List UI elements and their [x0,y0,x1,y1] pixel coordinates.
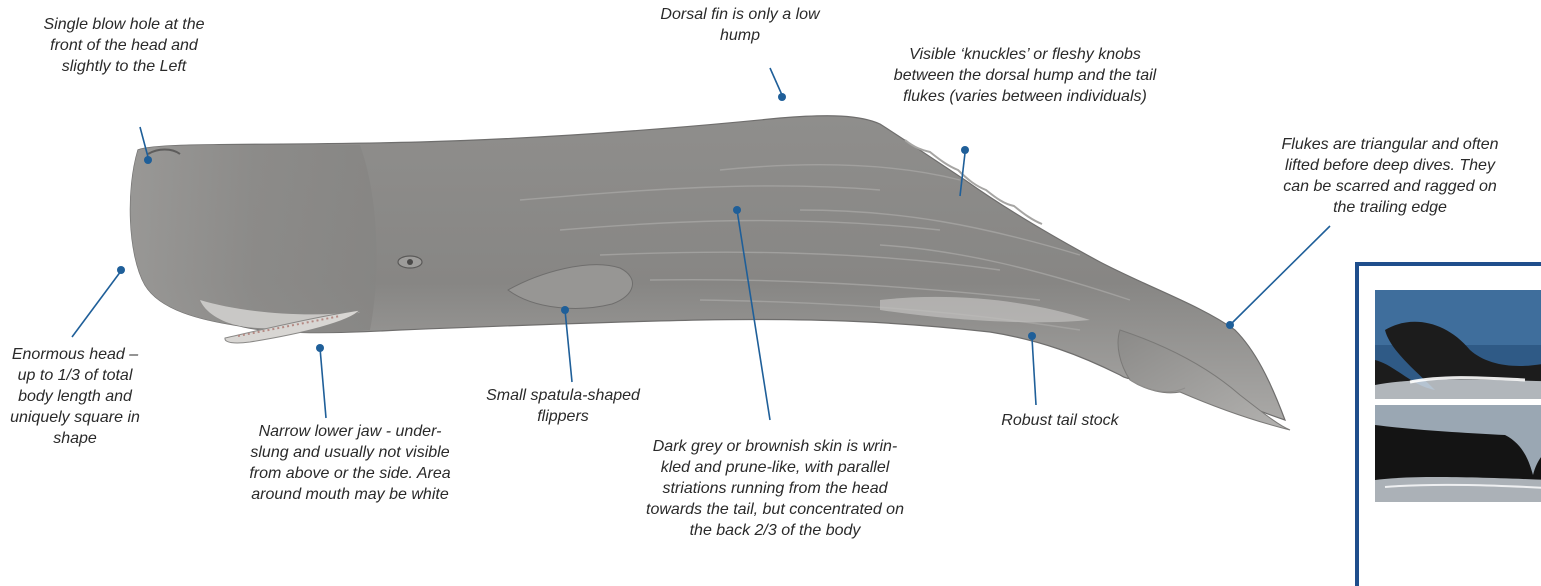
dot-jaw [316,344,324,352]
annotation-head: Enormous head – up to 1/3 of total body … [0,344,150,449]
dot-dorsal-fin [778,93,786,101]
fluke-photo-top [1375,290,1541,399]
annotation-flippers: Small spatula-shaped flippers [458,385,668,427]
dot-blow-hole [144,156,152,164]
leader-head [72,271,121,337]
leader-flukes [1230,226,1330,325]
dot-knuckles [961,146,969,154]
annotation-flukes: Flukes are triangular and often lifted b… [1240,134,1540,218]
leader-blow-hole [140,127,148,157]
dot-skin [733,206,741,214]
dot-flukes [1226,321,1234,329]
dot-head [117,266,125,274]
fluke-photo-inset [1355,262,1541,586]
leader-dorsal-fin [770,68,782,95]
dot-tail-stock [1028,332,1036,340]
leader-knuckles [960,153,965,196]
annotation-blow-hole: Single blow hole at the front of the hea… [4,14,244,77]
leader-jaw [320,348,326,418]
annotation-dorsal-fin: Dorsal fin is only a low hump [620,4,860,46]
leader-skin [737,210,770,420]
annotation-skin: Dark grey or brownish skin is wrin- kled… [620,436,930,541]
dot-flippers [561,306,569,314]
leader-flippers [565,310,572,382]
annotation-knuckles: Visible ‘knuckles’ or fleshy knobs betwe… [860,44,1190,107]
leader-tail-stock [1032,338,1036,405]
fluke-photo-bottom [1375,405,1541,502]
sperm-whale-diagram: Single blow hole at the front of the hea… [0,0,1541,565]
annotation-tail-stock: Robust tail stock [970,410,1150,431]
annotation-jaw: Narrow lower jaw - under- slung and usua… [210,421,490,505]
